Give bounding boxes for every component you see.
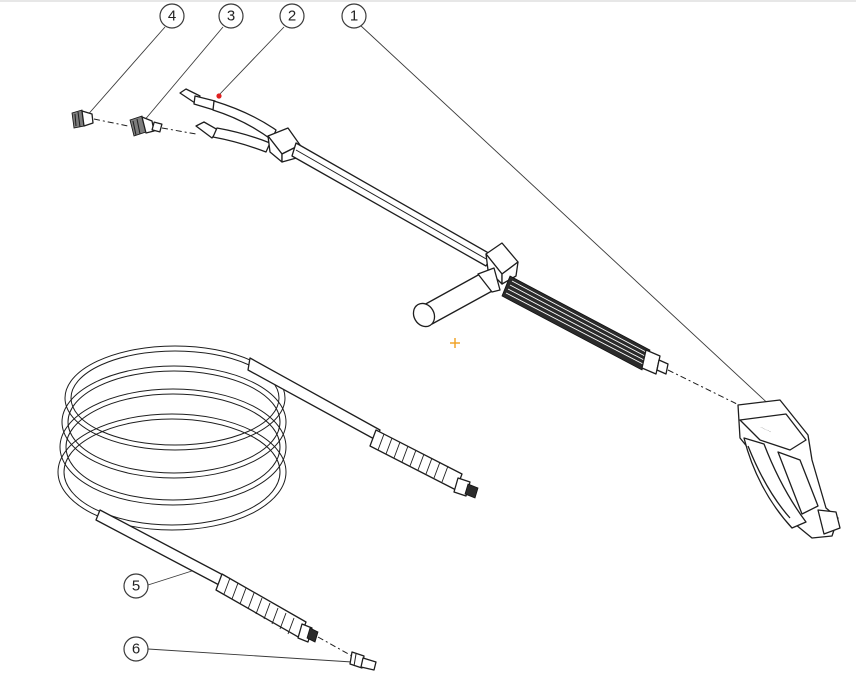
svg-text:·········: ········· (760, 424, 773, 434)
callout-3: 3 (218, 3, 244, 29)
callout-6: 6 (123, 636, 149, 662)
part-2-dual-lance (179, 88, 746, 409)
callout-2: 2 (279, 3, 305, 29)
orange-crosshair-marker (450, 338, 460, 348)
leader-2 (217, 26, 285, 97)
leader-1 (359, 24, 776, 411)
svg-text:6: 6 (132, 641, 140, 658)
part-3-nozzle (129, 115, 197, 137)
leader-4 (84, 26, 166, 119)
leader-3 (142, 26, 224, 123)
svg-text:2: 2 (288, 8, 296, 25)
svg-text:3: 3 (227, 8, 235, 25)
part-1-trigger-gun: ········· (737, 399, 841, 539)
callout-5: 5 (123, 573, 149, 599)
leader-6 (147, 648, 353, 663)
red-marker-dot (216, 93, 222, 99)
callout-1: 1 (341, 3, 367, 29)
upper-fitting-ribs (377, 433, 449, 483)
part-4-quick-coupler (71, 109, 129, 129)
leader-lines (84, 24, 776, 663)
grip-ribs (505, 280, 647, 365)
svg-text:4: 4 (168, 8, 176, 25)
lower-fitting-ribs (223, 577, 295, 635)
part-6-adapter (349, 651, 377, 671)
leader-5 (147, 569, 196, 586)
svg-text:5: 5 (132, 578, 140, 595)
part-5-coiled-hose (57, 345, 479, 657)
callout-4: 4 (159, 3, 185, 29)
svg-text:1: 1 (350, 8, 358, 25)
